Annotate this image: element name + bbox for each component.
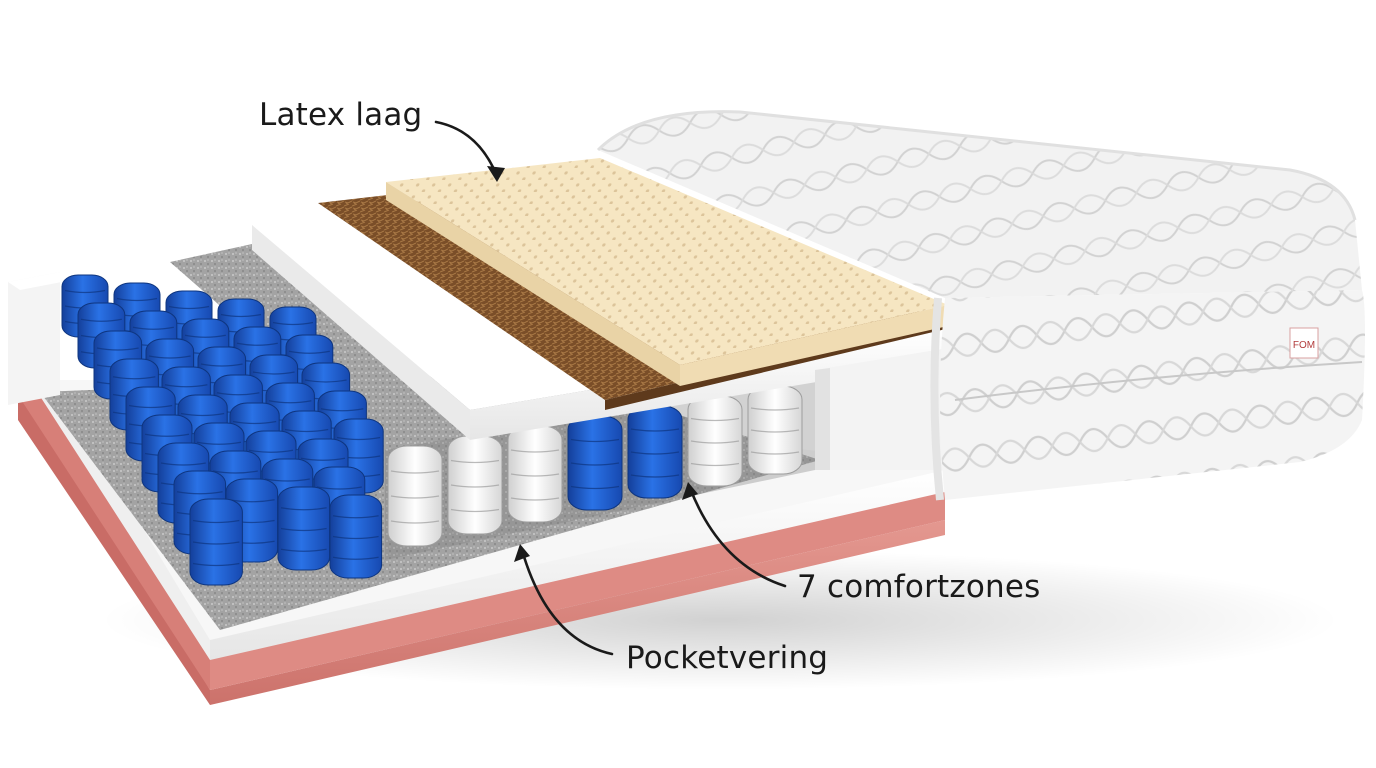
comfort-zone-springs — [387, 385, 803, 547]
blue-pocket-springs — [61, 274, 384, 586]
comfortzones-arrowhead — [682, 482, 698, 500]
quilted-cover — [596, 110, 1365, 501]
pocketvering-callout-arrow — [520, 548, 614, 656]
pocket-spring — [387, 445, 443, 547]
brand-tag: FOM — [1289, 327, 1319, 359]
pocket-spring — [687, 395, 743, 487]
latex-callout-arrow — [434, 120, 499, 178]
pocket-spring — [277, 486, 331, 571]
pocket-spring — [747, 385, 803, 475]
pocket-spring — [567, 415, 623, 511]
pocket-springs-label: Pocketvering — [626, 640, 829, 676]
latex-layer — [386, 158, 948, 386]
pocket-spring — [329, 494, 383, 579]
base-foam-layer — [18, 360, 945, 705]
comfortzones-callout-arrow — [688, 486, 787, 588]
pocket-spring — [627, 405, 683, 499]
pocket-spring — [189, 498, 243, 586]
latex-layer-label: Latex laag — [259, 97, 423, 133]
brand-tag-text: FOM — [1293, 340, 1315, 351]
latex-arrowhead — [487, 166, 505, 182]
pocket-spring — [507, 425, 563, 523]
edge-foam-block — [8, 272, 72, 405]
pocket-spring — [447, 435, 503, 535]
pocketvering-arrowhead — [514, 544, 530, 562]
comfort-zones-label: 7 comfortzones — [797, 569, 1041, 605]
